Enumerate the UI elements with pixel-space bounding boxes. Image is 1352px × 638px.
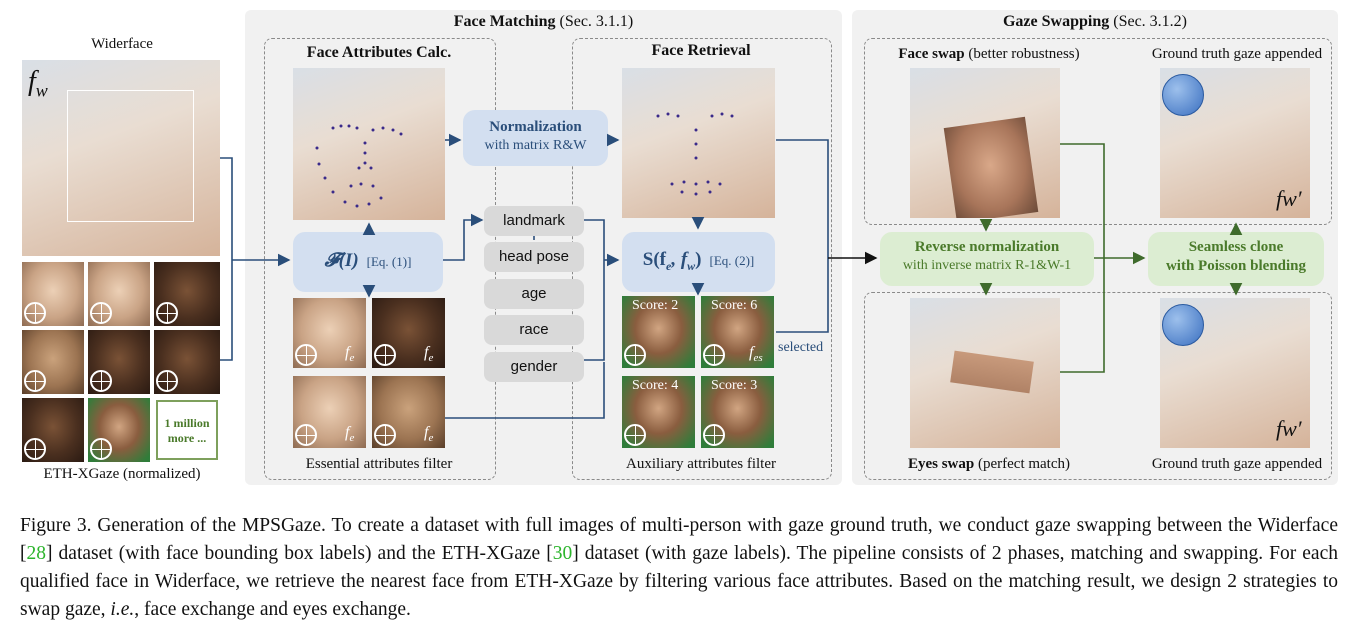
eth-face-8 (88, 398, 150, 462)
score-func-label: S(fe, fw) (642, 249, 702, 273)
figure-caption: Figure 3. Generation of the MPSGaze. To … (20, 515, 1338, 620)
gaze-icon (624, 424, 646, 446)
normalized-widerface (622, 68, 775, 218)
widerface-image: fw (22, 60, 220, 256)
attr-pill-landmark: landmark (484, 206, 584, 236)
face-swap-label: Face swap (better robustness) (898, 46, 1080, 62)
gaze-icon (24, 302, 46, 324)
fw-prime-label: fw′ (1276, 186, 1302, 211)
fe-label: fe (345, 424, 355, 445)
normalized-landmark-dots (656, 112, 734, 196)
gt-top-image: fw′ (1160, 68, 1310, 218)
gaze-icon (90, 370, 112, 392)
gaze-icon (703, 424, 725, 446)
score-label: Score: 2 (632, 298, 679, 313)
attr-pill-age: age (484, 279, 584, 309)
gaze-icon (374, 424, 396, 446)
face-bounding-box (67, 90, 194, 222)
reverse-title: Reverse normalization (914, 239, 1060, 255)
essential-filter-label: Essential attributes filter (305, 456, 453, 472)
gaze-icon (24, 438, 46, 460)
fe-label: fe (424, 344, 434, 365)
normalization-title: Normalization (489, 119, 582, 135)
gaze-icon (156, 302, 178, 324)
essential-face-4: fe (372, 376, 445, 448)
attr-calc-title: Face Attributes Calc. (306, 44, 452, 61)
face-swap-box (864, 38, 1332, 225)
face-matching-title: Face Matching (Sec. 3.1.1) (453, 13, 634, 30)
gt-appended-bottom-label: Ground truth gaze appended (1151, 456, 1323, 472)
landmark-dots (315, 124, 403, 208)
candidate-face-1: Score: 2 (622, 296, 695, 368)
gaze-icon (90, 438, 112, 460)
score-box: S(fe, fw) [Eq. (2)] (622, 232, 775, 292)
score-label: Score: 4 (632, 378, 679, 393)
score-eq: [Eq. (2)] (709, 253, 755, 268)
eyes-swap-box (864, 292, 1332, 480)
attr-pill-gender: gender (484, 352, 584, 382)
selected-label: selected (778, 340, 824, 355)
eth-face-4 (22, 330, 84, 394)
flow-arrows (220, 133, 1243, 419)
essential-face-1: fe (293, 298, 366, 368)
eth-face-1 (22, 262, 84, 326)
gaze-icon (624, 344, 646, 366)
gaze-icon (295, 424, 317, 446)
attr-pill-race: race (484, 315, 584, 345)
gaze-icon (374, 344, 396, 366)
score-label: Score: 3 (711, 378, 758, 393)
fe-label: fe (424, 424, 434, 445)
more-faces-box: 1 million more ... (156, 400, 218, 460)
widerface-label: Widerface (91, 36, 153, 52)
cite-30[interactable]: 30 (552, 543, 573, 564)
fe-label: fe (345, 344, 355, 365)
gt-bottom-image: fw′ (1160, 298, 1310, 448)
gaze-sphere-icon (1162, 74, 1204, 116)
auxiliary-filter-label: Auxiliary attributes filter (626, 456, 776, 472)
normalization-box: Normalization with matrix R&W (463, 110, 608, 166)
fw-prime-label: fw′ (1276, 416, 1302, 441)
reverse-normalization-box: Reverse normalization with inverse matri… (880, 232, 1094, 286)
eth-face-5 (88, 330, 150, 394)
face-retrieval-title: Face Retrieval (651, 42, 751, 59)
score-label: Score: 6 (711, 298, 758, 313)
gaze-icon (295, 344, 317, 366)
essential-face-2: fe (372, 298, 445, 368)
cite-28[interactable]: 28 (26, 543, 47, 564)
func-box: 𝓕(I) [Eq. (1)] (293, 232, 443, 292)
gaze-icon (703, 344, 725, 366)
eyes-swap-label: Eyes swap (perfect match) (907, 456, 1071, 472)
seamless-sub: with Poisson blending (1165, 258, 1307, 274)
attr-pill-head-pose: head pose (484, 242, 584, 272)
gaze-icon (24, 370, 46, 392)
eth-face-6 (154, 330, 220, 394)
fw-symbol: fw (28, 66, 48, 101)
normalization-sub: with matrix R&W (484, 138, 587, 153)
gaze-icon (156, 370, 178, 392)
gaze-swapping-title: Gaze Swapping (Sec. 3.1.2) (1002, 13, 1187, 30)
func-label: 𝓕(I) (324, 250, 359, 271)
eth-face-3 (154, 262, 220, 326)
candidate-face-2-selected: Score: 6 fes (701, 296, 774, 368)
candidate-face-3: Score: 4 (622, 376, 695, 448)
eth-face-7 (22, 398, 84, 462)
seamless-clone-box: Seamless clone with Poisson blending (1148, 232, 1324, 286)
seamless-title: Seamless clone (1188, 239, 1284, 255)
gt-appended-top-label: Ground truth gaze appended (1151, 46, 1323, 62)
gaze-icon (90, 302, 112, 324)
reverse-sub: with inverse matrix R-1&W-1 (902, 258, 1072, 273)
eyes-swap-image (910, 298, 1060, 448)
ethxgaze-label: ETH-XGaze (normalized) (43, 466, 201, 482)
attr-calc-landmark-face (293, 68, 445, 220)
candidate-face-4: Score: 3 (701, 376, 774, 448)
face-swap-image (910, 68, 1060, 218)
essential-face-3: fe (293, 376, 366, 448)
fes-label: fes (749, 344, 763, 365)
gaze-sphere-icon (1162, 304, 1204, 346)
caption-lead: Figure 3. (20, 515, 92, 536)
eth-face-2 (88, 262, 150, 326)
func-eq: [Eq. (1)] (366, 254, 412, 269)
